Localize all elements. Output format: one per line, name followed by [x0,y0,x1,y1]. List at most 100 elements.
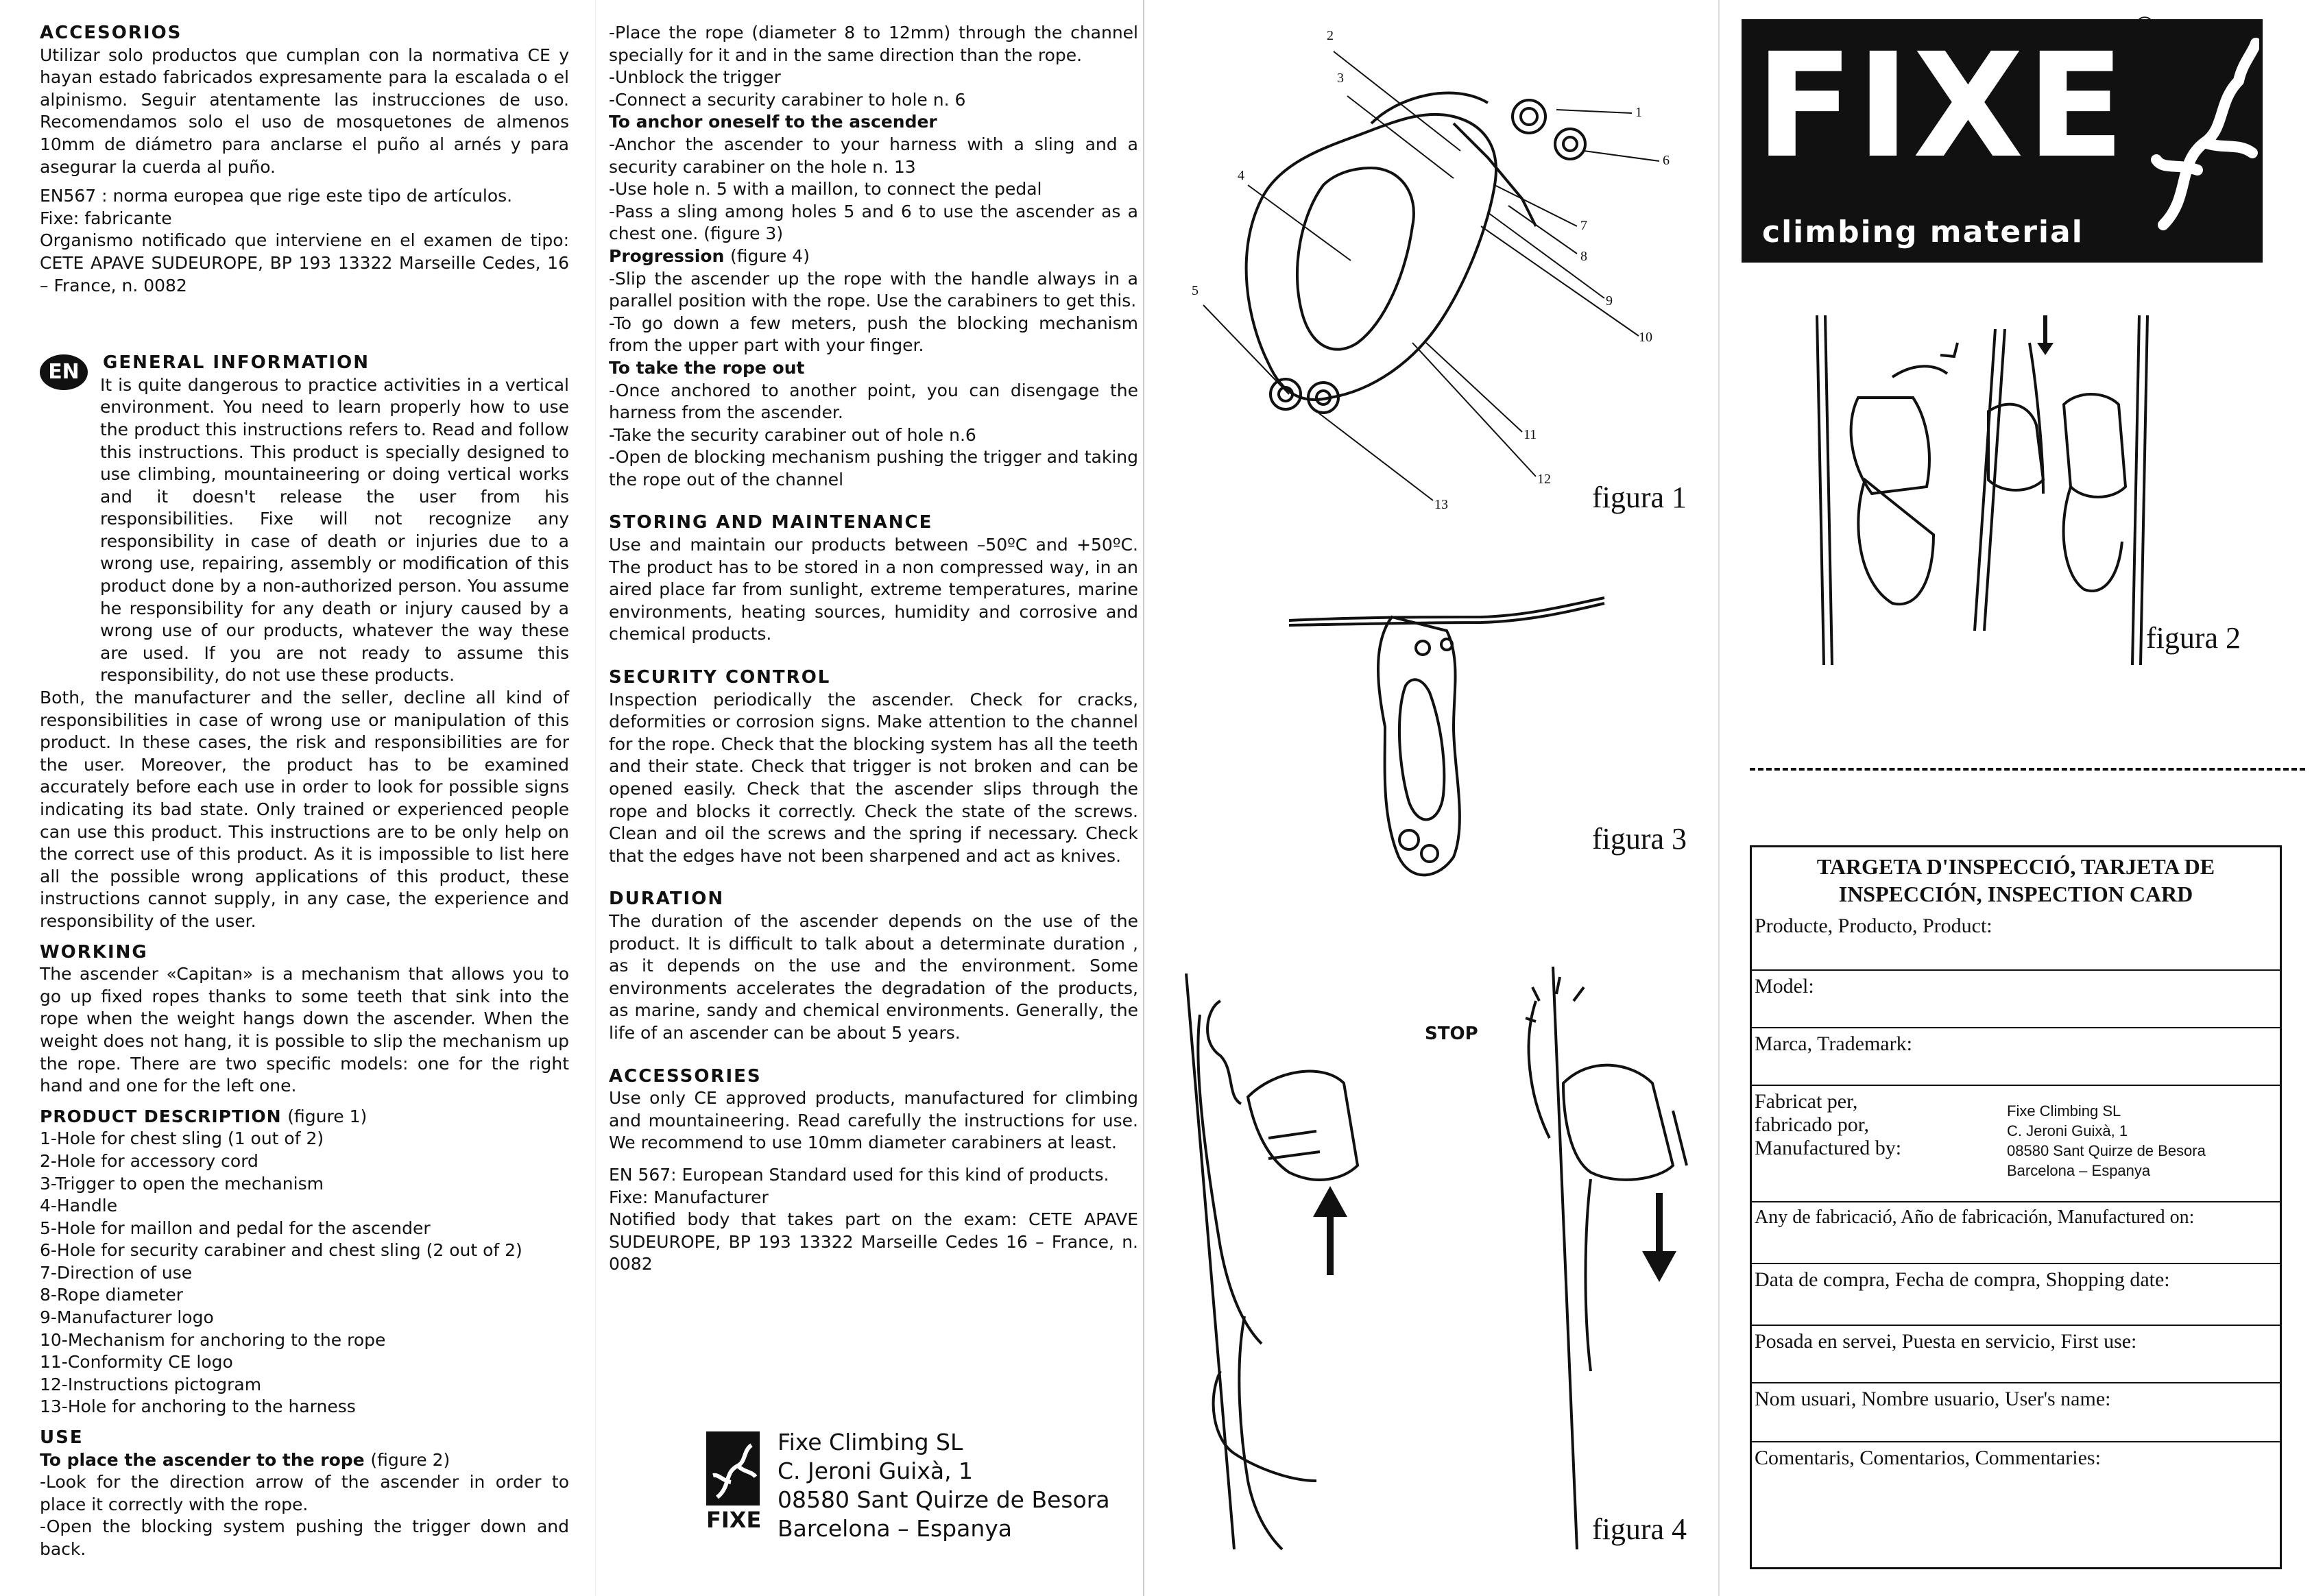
paragraph: -To go down a few meters, push the block… [609,313,1138,356]
card-row-label: Any de fabricació, Año de fabricación, M… [1755,1207,2195,1228]
paragraph: The duration of the ascender depends on … [609,910,1138,1043]
section-title-security-control: SECURITY CONTROL [609,667,831,688]
section-title-product-description: PRODUCT DESCRIPTION [40,1106,282,1126]
lizard-icon [2151,38,2259,230]
company-street: C. Jeroni Guixà, 1 [778,1458,974,1484]
card-row-manufacturer: Fabricat per, fabricado por, Manufacture… [1752,1085,2280,1202]
subsection-title-take-rope-out: To take the rope out [609,357,805,378]
language-badge-en: EN [40,354,88,391]
company-name: Fixe Climbing SL [778,1429,963,1455]
paragraph: -Take the security carabiner out of hole… [609,424,976,445]
list-item: 7-Direction of use [40,1262,193,1283]
figure-4-progression-diagram [1185,966,1688,1551]
card-row-first-use: Posada en servei, Puesta en servicio, Fi… [1752,1325,2280,1353]
subsection-title-anchor: To anchor oneself to the ascender [609,112,937,132]
brand-logo-word: FIXE [1755,22,2128,190]
card-manufacturer-address: Fixe Climbing SL C. Jeroni Guixà, 1 0858… [2007,1101,2206,1181]
text-column-1: ACCESORIOS Utilizar solo productos que c… [40,22,569,1561]
section-title-storing: STORING AND MAINTENANCE [609,512,933,533]
company-logo-text: FIXE [706,1507,761,1533]
section-title-general-information: GENERAL INFORMATION [103,352,370,374]
card-row-trademark: Marca, Trademark: [1752,1027,2280,1055]
callout-3: 3 [1337,71,1344,86]
card-fab-line-1: Fabricat per, [1755,1090,1858,1113]
card-mfr-line: Barcelona – Espanya [2007,1162,2151,1179]
card-mfr-line: C. Jeroni Guixà, 1 [2007,1122,2128,1139]
list-item: 13-Hole for anchoring to the harness [40,1396,356,1417]
list-item: 12-Instructions pictogram [40,1374,262,1394]
card-row-label: Marca, Trademark: [1755,1032,1912,1055]
list-item: 6-Hole for security carabiner and chest … [40,1240,522,1261]
figure-reference: (figure 2) [370,1449,450,1470]
figure-2-placing-diagram [1816,315,2149,666]
card-row-label: Posada en servei, Puesta en servicio, Fi… [1755,1330,2137,1353]
registered-mark: ® [2132,12,2157,40]
callout-2: 2 [1327,28,1334,43]
company-region: Barcelona – Espanya [778,1515,1013,1542]
paragraph: -Once anchored to another point, you can… [609,380,1138,423]
list-item: 8-Rope diameter [40,1285,183,1305]
paragraph: -Unblock the trigger [609,67,781,88]
card-row-label: Nom usuari, Nombre usuario, User's name: [1755,1388,2111,1410]
figure-reference: (figure 4) [730,245,810,266]
callout-5: 5 [1192,283,1199,298]
company-city: 08580 Sant Quirze de Besora [778,1486,1110,1513]
paragraph: Use and maintain our products between –5… [609,535,1138,644]
paragraph: -Use hole n. 5 with a maillon, to connec… [609,179,1042,200]
stop-label: STOP [1425,1024,1478,1044]
paragraph: Fixe: Manufacturer [609,1187,769,1207]
paragraph: -Connect a security carabiner to hole n.… [609,89,966,110]
figure-4-label: figura 4 [1592,1512,1687,1546]
general-information-section: EN GENERAL INFORMATION It is quite dange… [40,352,569,687]
list-item: 10-Mechanism for anchoring to the rope [40,1329,386,1350]
paragraph: -Open the blocking system pushing the tr… [40,1516,569,1559]
card-row-shopping-date: Data de compra, Fecha de compra, Shoppin… [1752,1263,2280,1291]
paragraph: -Pass a sling among holes 5 and 6 to use… [609,201,1138,244]
callout-1: 1 [1635,105,1642,120]
figure-3-chest-diagram [1288,596,1605,877]
page-fold-center [1143,0,1144,1596]
cut-line [1750,768,2305,771]
paragraph: Use only CE approved products, manufactu… [609,1088,1138,1153]
section-title-duration: DURATION [609,888,725,910]
section-title-accessories: ACCESSORIES [609,1065,762,1087]
brand-subtitle: climbing material [1762,215,2084,250]
card-row-comments: Comentaris, Comentarios, Commentaries: [1752,1441,2280,1469]
callout-7: 7 [1580,218,1587,233]
callout-13: 13 [1434,497,1448,512]
paragraph: Fixe: fabricante [40,208,172,228]
figure-1-label: figura 1 [1592,481,1687,514]
inspection-card: TARGETA D'INSPECCIÓ, TARJETA DE INSPECCI… [1750,845,2282,1569]
company-address: Fixe Climbing SL C. Jeroni Guixà, 1 0858… [778,1428,1110,1543]
paragraph: Both, the manufacturer and the seller, d… [40,688,569,931]
section-title-accesorios: ACCESORIOS [40,23,182,43]
callout-4: 4 [1238,168,1244,183]
list-item: 1-Hole for chest sling (1 out of 2) [40,1128,324,1149]
card-mfr-line: 08580 Sant Quirze de Besora [2007,1142,2206,1159]
paragraph: The ascender «Capitan» is a mechanism th… [40,964,569,1096]
list-item: 4-Handle [40,1196,118,1216]
list-item: 9-Manufacturer logo [40,1307,214,1328]
card-row-label: Comentaris, Comentarios, Commentaries: [1755,1447,2101,1469]
card-row-user-name: Nom usuari, Nombre usuario, User's name: [1752,1382,2280,1410]
paragraph: Organismo notificado que interviene en e… [40,230,569,295]
card-row-label: Model: [1755,975,1814,998]
card-fab-line-2: fabricado por, [1755,1113,1870,1136]
company-logo-small: FIXE [703,1431,765,1534]
card-row-model: Model: [1752,969,2280,998]
inspection-card-title: TARGETA D'INSPECCIÓ, TARJETA DE INSPECCI… [1816,854,2215,906]
callout-8: 8 [1580,249,1587,264]
subsection-title-progression: Progression [609,245,725,266]
figure-2-label: figura 2 [2146,621,2241,655]
paragraph: -Anchor the ascender to your harness wit… [609,134,1138,177]
figure-reference: (figure 1) [287,1106,368,1126]
card-row-label: Data de compra, Fecha de compra, Shoppin… [1755,1268,2170,1291]
section-title-working: WORKING [40,941,148,963]
card-mfr-line: Fixe Climbing SL [2007,1102,2121,1120]
callout-9: 9 [1606,293,1613,309]
card-row-label: Fabricat per, fabricado por, Manufacture… [1755,1090,1901,1160]
fixe-brand-logo: FIXE climbing material [1742,19,2263,263]
paragraph: Inspection periodically the ascender. Ch… [609,689,1138,866]
callout-6: 6 [1663,153,1670,168]
figure-1-ascender-diagram: 1 2 3 4 5 6 7 8 9 10 11 12 13 [1192,28,1670,512]
